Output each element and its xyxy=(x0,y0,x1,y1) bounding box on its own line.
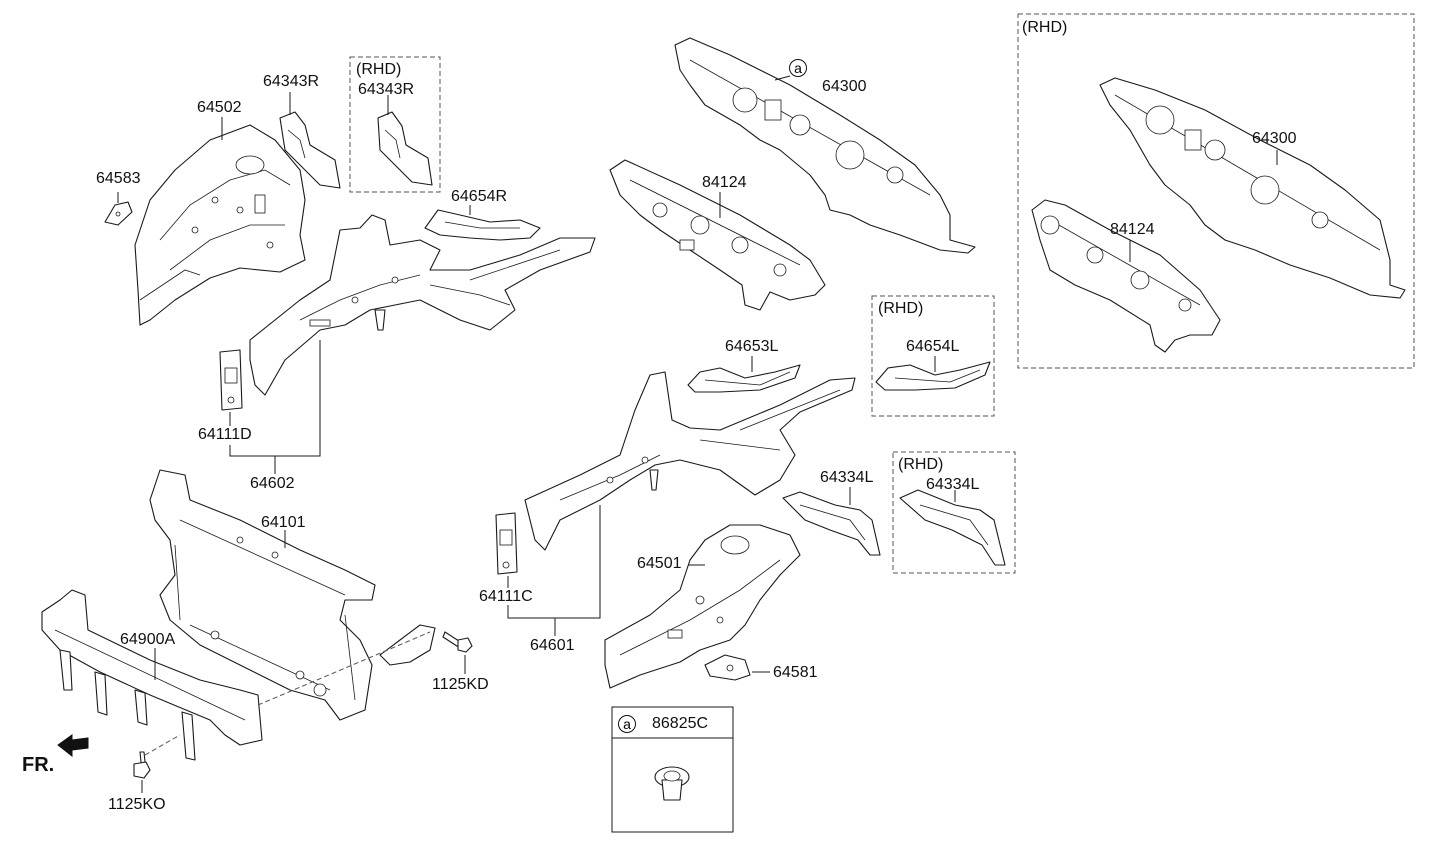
part-64654L-rhd xyxy=(875,361,991,391)
part-64602-side-member xyxy=(249,214,596,396)
part-64101-radiator-support xyxy=(149,469,436,721)
part-64501-wheel-housing xyxy=(604,524,801,689)
part-64900A-bumper-beam xyxy=(41,589,263,761)
legend-box xyxy=(611,706,734,833)
label-64343R: 64343R xyxy=(263,73,320,90)
label-86825C: 86825C xyxy=(652,715,709,732)
label-64900A: 64900A xyxy=(120,631,176,648)
part-64653L xyxy=(687,364,801,393)
label-rhd-dash-panel: (RHD) xyxy=(1022,19,1068,36)
label-64654L-rhd: 64654L xyxy=(906,338,960,355)
front-direction-arrow-icon xyxy=(57,734,89,758)
rhd-box-dash-panel xyxy=(1017,13,1415,369)
label-64501: 64501 xyxy=(637,555,682,572)
part-64300-rhd-dash-panel xyxy=(1099,77,1406,299)
label-64343R-rhd: 64343R xyxy=(358,81,415,98)
label-84124: 84124 xyxy=(702,174,747,191)
label-64602: 64602 xyxy=(250,475,295,492)
label-64300: 64300 xyxy=(822,78,867,95)
label-64101: 64101 xyxy=(261,514,306,531)
legend-a-icon: a xyxy=(618,715,636,733)
label-64581: 64581 xyxy=(773,664,818,681)
label-1125KO: 1125KO xyxy=(108,796,166,813)
label-64111D: 64111D xyxy=(198,426,252,443)
bolt-1125KO-icon xyxy=(133,751,151,779)
part-64111C-plate xyxy=(495,512,518,575)
part-64343R xyxy=(279,111,341,189)
part-64601-side-member xyxy=(524,371,856,551)
part-64581-bracket xyxy=(704,654,751,681)
label-64111C: 64111C xyxy=(479,588,533,605)
rhd-box-64343R xyxy=(349,56,441,193)
label-rhd-64343R: (RHD) xyxy=(356,61,402,78)
label-rhd-64654L: (RHD) xyxy=(878,300,924,317)
clip-86825C-icon xyxy=(654,766,690,801)
part-64502-wheel-housing xyxy=(134,124,306,326)
label-1125KD: 1125KD xyxy=(432,676,489,693)
part-64334L xyxy=(782,491,881,556)
bolt-1125KD-icon xyxy=(442,631,473,653)
label-64300-rhd: 64300 xyxy=(1252,130,1297,147)
label-64502: 64502 xyxy=(197,99,242,116)
part-64583-bracket xyxy=(104,201,133,226)
part-84124-rhd-dash-insulator xyxy=(1031,199,1221,353)
label-64601: 64601 xyxy=(530,637,575,654)
part-64300-dash-panel xyxy=(674,37,976,254)
label-64654R: 64654R xyxy=(451,188,508,205)
label-64583: 64583 xyxy=(96,170,141,187)
label-rhd-64334L: (RHD) xyxy=(898,456,944,473)
label-64653L: 64653L xyxy=(725,338,779,355)
part-64111D-plate xyxy=(219,349,243,411)
rhd-box-64334L xyxy=(892,451,1016,574)
callout-a-icon: a xyxy=(789,59,807,77)
part-64334L-rhd xyxy=(899,489,1006,566)
label-front: FR. xyxy=(22,754,55,776)
part-64654R xyxy=(424,209,541,241)
label-84124-rhd: 84124 xyxy=(1110,221,1155,238)
part-84124-dash-insulator xyxy=(609,159,826,311)
label-64334L: 64334L xyxy=(820,469,874,486)
rhd-box-64654L xyxy=(871,295,995,417)
label-64334L-rhd: 64334L xyxy=(926,476,980,493)
part-64343R-rhd xyxy=(377,111,433,186)
